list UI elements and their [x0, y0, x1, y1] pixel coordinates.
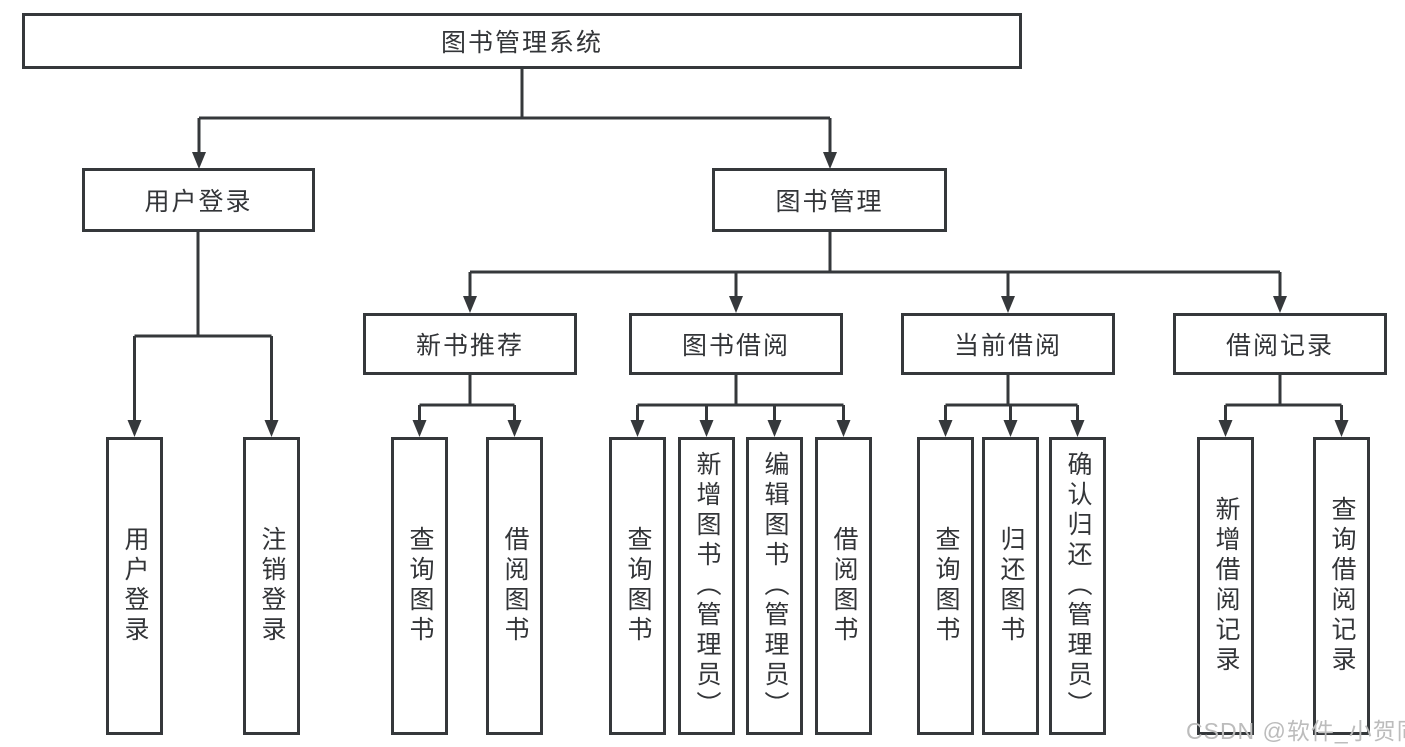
node-leaf-user-login: 用户登录 — [106, 437, 163, 735]
node-leaf-query-books-1: 查询图书 — [391, 437, 448, 735]
arrowhead — [264, 420, 279, 437]
arrowhead — [1070, 420, 1085, 437]
node-label: 新书推荐 — [415, 332, 524, 360]
arrowhead — [1273, 296, 1287, 313]
arrowhead — [729, 296, 743, 313]
arrowhead — [767, 420, 782, 437]
node-new-book-recommend: 新书推荐 — [363, 313, 577, 375]
node-leaf-confirm-return-admin: 确认归还（管理员） — [1049, 437, 1106, 735]
node-leaf-borrow-books-1: 借阅图书 — [486, 437, 543, 735]
node-label: 查询图书 — [406, 526, 434, 646]
arrowhead — [836, 420, 851, 437]
node-label: 新增借阅记录 — [1212, 496, 1240, 676]
node-label: 借阅记录 — [1225, 332, 1334, 360]
node-label: 新增图书（管理员） — [693, 451, 721, 721]
node-leaf-query-books-2: 查询图书 — [609, 437, 666, 735]
node-label: 用户登录 — [121, 526, 149, 646]
node-user-login: 用户登录 — [82, 168, 315, 232]
arrowhead — [823, 152, 837, 169]
connector-root-to-level2 — [197, 69, 832, 153]
node-label: 查询借阅记录 — [1328, 496, 1356, 676]
node-label: 用户登录 — [144, 188, 253, 216]
node-label: 当前借阅 — [953, 332, 1062, 360]
node-label: 图书管理 — [775, 188, 884, 216]
node-book-borrow: 图书借阅 — [629, 313, 843, 375]
node-label: 编辑图书（管理员） — [761, 451, 789, 721]
node-label: 借阅图书 — [501, 526, 529, 646]
node-label: 图书借阅 — [681, 332, 790, 360]
arrowhead — [630, 420, 645, 437]
node-leaf-return-book: 归还图书 — [982, 437, 1039, 735]
connector-current-children — [944, 375, 1079, 421]
node-system-root: 图书管理系统 — [22, 13, 1022, 69]
node-label: 查询图书 — [624, 526, 652, 646]
node-label: 归还图书 — [997, 526, 1025, 646]
node-label: 注销登录 — [258, 526, 286, 646]
node-leaf-query-books-3: 查询图书 — [917, 437, 974, 735]
connector-record-children — [1224, 375, 1343, 421]
arrowhead — [938, 420, 953, 437]
node-leaf-add-book-admin: 新增图书（管理员） — [678, 437, 735, 735]
node-leaf-edit-book-admin: 编辑图书（管理员） — [746, 437, 803, 735]
arrowhead — [507, 420, 522, 437]
node-leaf-logout: 注销登录 — [243, 437, 300, 735]
node-borrow-record: 借阅记录 — [1173, 313, 1387, 375]
arrowhead — [127, 420, 142, 437]
node-leaf-add-borrow-record: 新增借阅记录 — [1197, 437, 1254, 735]
arrowhead — [1334, 420, 1349, 437]
connector-login-children — [133, 232, 273, 421]
node-label: 确认归还（管理员） — [1064, 451, 1092, 721]
arrowhead — [463, 296, 477, 313]
connector-borrow-children — [636, 375, 845, 421]
node-label: 借阅图书 — [830, 526, 858, 646]
arrowhead — [1003, 420, 1018, 437]
arrowhead — [1001, 296, 1015, 313]
connector-manage-to-level3 — [468, 232, 1282, 297]
arrowhead — [1218, 420, 1233, 437]
arrowhead — [192, 152, 206, 169]
node-label: 查询图书 — [932, 526, 960, 646]
connector-recommend-children — [418, 375, 516, 421]
node-current-borrow: 当前借阅 — [901, 313, 1115, 375]
node-book-manage: 图书管理 — [712, 168, 947, 232]
arrowhead — [412, 420, 427, 437]
node-leaf-query-borrow-record: 查询借阅记录 — [1313, 437, 1370, 735]
node-label: 图书管理系统 — [440, 29, 603, 57]
node-leaf-borrow-books-2: 借阅图书 — [815, 437, 872, 735]
arrowhead — [699, 420, 714, 437]
